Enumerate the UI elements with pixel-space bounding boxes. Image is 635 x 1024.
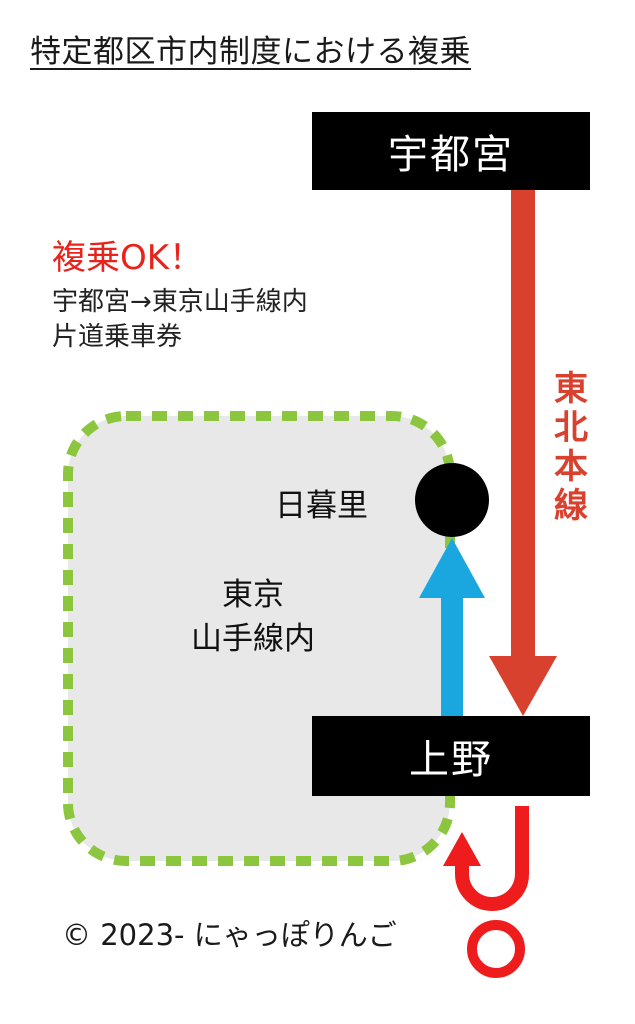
- transfer-arrow-head: [419, 538, 485, 598]
- page-title: 特定都区市内制度における複乗: [30, 34, 471, 70]
- nippori-station-dot: [415, 463, 489, 537]
- area-label-line1: 東京: [222, 577, 284, 613]
- verdict-text: 複乗OK！: [52, 238, 204, 278]
- area-label: 東京 山手線内: [183, 573, 323, 661]
- line-label-tohoku: 東北本線: [554, 369, 588, 526]
- station-utsunomiya: 宇都宮: [312, 112, 590, 190]
- station-ueno: 上野: [312, 716, 590, 796]
- u-turn-arrow: [455, 806, 529, 911]
- ticket-type-text: 片道乗車券: [52, 322, 183, 352]
- area-label-line2: 山手線内: [191, 621, 315, 657]
- station-label-nippori: 日暮里: [275, 488, 368, 524]
- transfer-arrow-shaft: [441, 590, 463, 716]
- tohoku-line-arrowhead: [489, 656, 557, 716]
- ok-circle-icon: [467, 920, 525, 978]
- u-turn-arrowhead: [443, 832, 481, 866]
- ticket-route-text: 宇都宮→東京山手線内: [52, 287, 308, 317]
- tohoku-line-shaft: [511, 190, 535, 670]
- copyright-text: © 2023- にゃっぽりんご: [62, 918, 397, 952]
